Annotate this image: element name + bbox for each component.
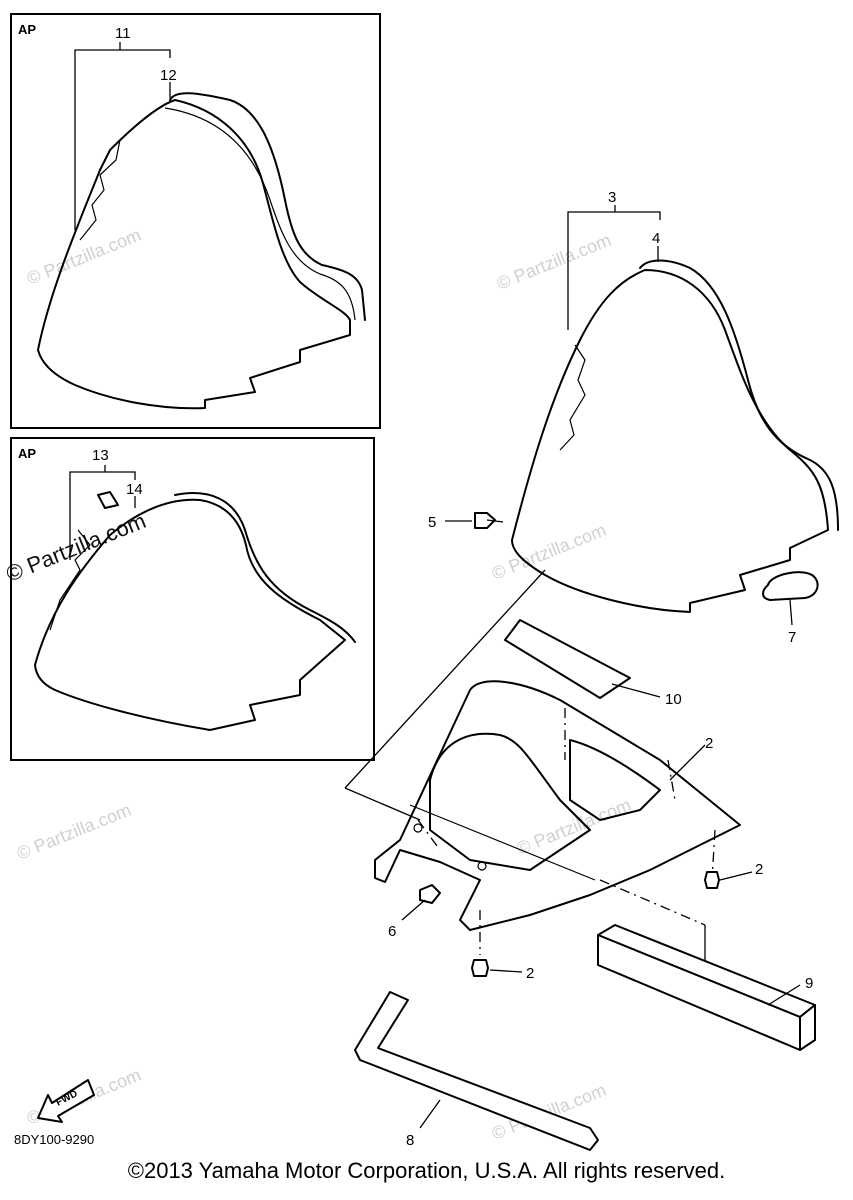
callout-7: 7 [788, 629, 796, 646]
windshield-11-outline [37, 99, 351, 410]
box-label: AP [18, 22, 36, 37]
pad-10: 10 [504, 619, 682, 708]
drawing-code: 8DY100-9290 [14, 1132, 95, 1147]
box-label: AP [18, 446, 36, 461]
trim-14 [174, 492, 356, 643]
windshield-3-outline [511, 269, 829, 613]
watermark: © Partzilla.com [494, 230, 614, 294]
watermark-dark: © Partzilla.com [3, 508, 150, 587]
windshield-13-outline [34, 498, 346, 731]
windshield-assembly: 3 4 [511, 189, 839, 613]
callout-11: 11 [115, 25, 131, 42]
watermark: © Partzilla.com [514, 795, 634, 859]
watermarks: © Partzilla.com © Partzilla.com © Partzi… [3, 225, 634, 1144]
callout-6: 6 [388, 923, 396, 940]
ap-box-upper: AP 11 12 [10, 13, 381, 429]
callout-3: 3 [608, 189, 616, 206]
foam-block-9: 9 [597, 924, 816, 1051]
callout-2: 2 [755, 861, 763, 878]
watermark: © Partzilla.com [14, 800, 134, 864]
bolt-2-lower: 2 [471, 959, 534, 982]
seal-8: 8 [354, 991, 599, 1151]
callout-2: 2 [526, 965, 534, 982]
cowl-1: 2 [374, 680, 741, 931]
copyright-footer: ©2013 Yamaha Motor Corporation, U.S.A. A… [127, 1158, 726, 1183]
grommet-6: 6 [388, 884, 441, 940]
box-frame [10, 437, 375, 761]
bolt-5: 5 [428, 512, 504, 531]
callout-1: 2 [705, 735, 713, 752]
callout-14: 14 [126, 481, 143, 498]
fwd-arrow: FWD [37, 1079, 95, 1123]
callout-12: 12 [160, 67, 177, 84]
callout-10: 10 [665, 691, 682, 708]
bolt-2-right: 2 [704, 861, 763, 889]
box-frame [10, 13, 381, 429]
callout-4: 4 [652, 230, 660, 247]
ap-box-lower: AP 13 14 [10, 437, 375, 761]
trim-4 [639, 259, 839, 531]
callout-8: 8 [406, 1132, 414, 1149]
watermark: © Partzilla.com [489, 520, 609, 584]
callout-5: 5 [428, 514, 436, 531]
callout-13: 13 [92, 447, 109, 464]
trim-12 [169, 92, 366, 321]
callout-9: 9 [805, 975, 813, 992]
cowl-outline [374, 680, 741, 931]
clip-7: 7 [762, 571, 819, 646]
